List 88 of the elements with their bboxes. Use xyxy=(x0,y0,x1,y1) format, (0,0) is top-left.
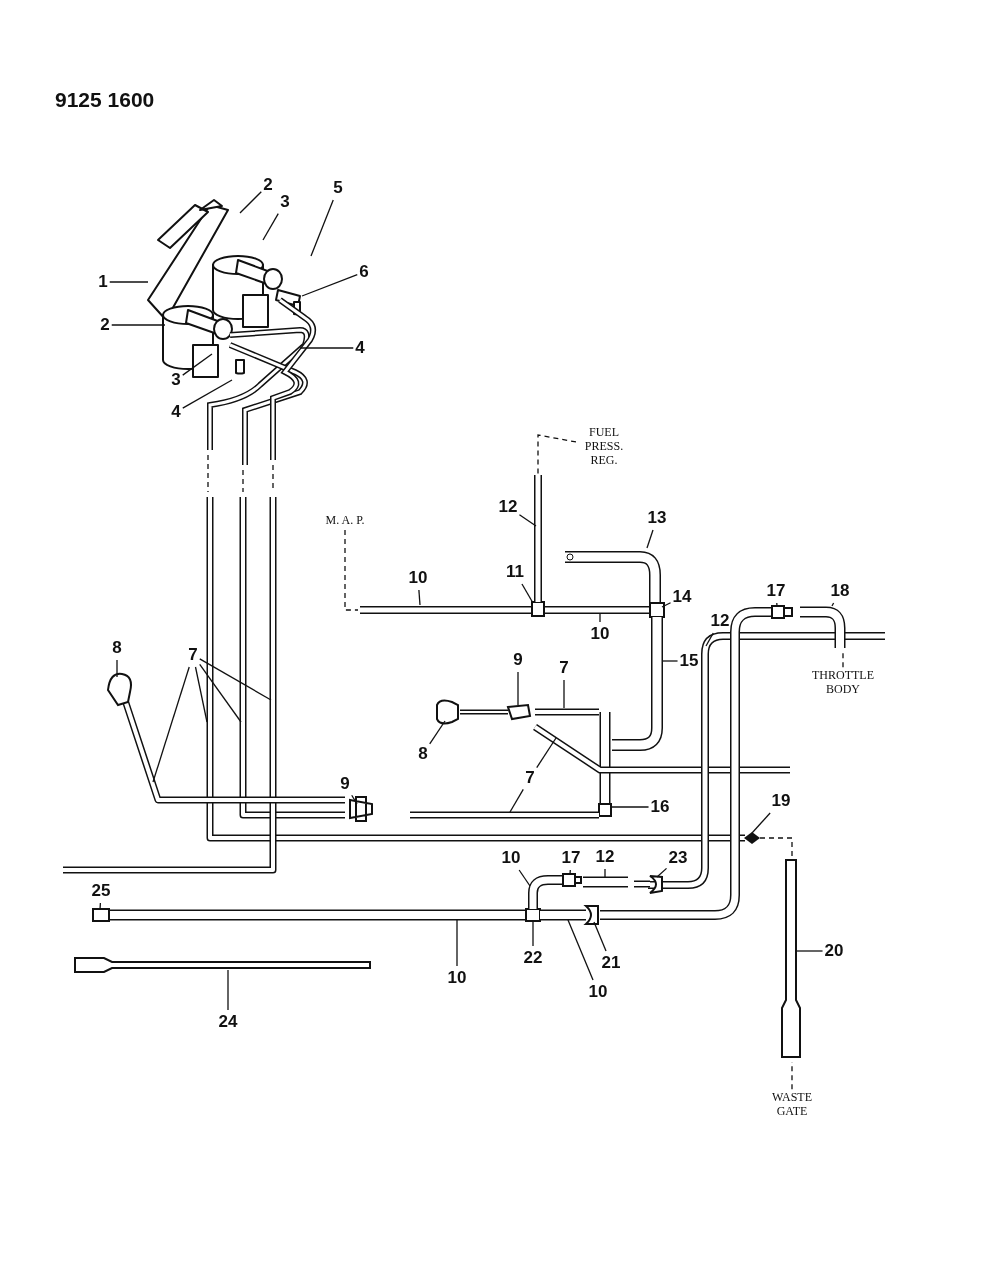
leader-line xyxy=(111,324,166,326)
leader-line xyxy=(656,867,668,878)
callout-number: 19 xyxy=(771,791,791,811)
connection-label: THROTTLE BODY xyxy=(798,669,888,697)
callout-number: 5 xyxy=(333,178,343,198)
callout-number: 12 xyxy=(498,497,518,517)
leader-line xyxy=(199,658,272,701)
leader-line xyxy=(831,602,835,607)
callout-number: 9 xyxy=(513,650,523,670)
callout-number: 3 xyxy=(280,192,290,212)
callout-number: 6 xyxy=(359,262,369,282)
leader-line xyxy=(418,589,421,606)
leader-line xyxy=(227,969,229,1011)
callout-number: 24 xyxy=(218,1012,238,1032)
callout-number: 17 xyxy=(561,848,581,868)
leader-line xyxy=(301,273,358,297)
leader-line xyxy=(116,659,118,678)
callout-number: 12 xyxy=(710,611,730,631)
callout-number: 7 xyxy=(188,645,198,665)
leader-line xyxy=(593,921,607,952)
leader-line xyxy=(310,199,334,257)
connection-label: WASTE GATE xyxy=(767,1091,817,1119)
callout-number: 15 xyxy=(679,651,699,671)
leader-line xyxy=(194,666,208,723)
callout-number: 9 xyxy=(340,774,350,794)
leader-line xyxy=(599,613,601,623)
callout-number: 10 xyxy=(501,848,521,868)
leader-line xyxy=(518,514,537,527)
callout-number: 14 xyxy=(672,587,692,607)
leader-line xyxy=(705,632,714,647)
callout-number: 21 xyxy=(601,953,621,973)
leader-line xyxy=(569,869,571,876)
callout-number: 11 xyxy=(506,562,524,582)
callout-number: 10 xyxy=(447,968,467,988)
leader-line xyxy=(521,583,534,604)
callout-number: 10 xyxy=(408,568,428,588)
leader-line xyxy=(796,950,824,952)
leader-line xyxy=(351,794,358,805)
leader-line xyxy=(604,868,606,879)
callout-number: 4 xyxy=(171,402,181,422)
leader-line xyxy=(182,379,233,409)
leader-line xyxy=(262,213,279,241)
leader-line xyxy=(109,281,149,283)
leader-line xyxy=(537,434,577,475)
leader-line xyxy=(611,806,650,808)
leader-line xyxy=(429,720,446,745)
leader-line xyxy=(299,347,354,349)
leader-line xyxy=(567,919,594,981)
leader-line xyxy=(661,602,672,608)
leader-line xyxy=(563,679,565,709)
callout-number: 2 xyxy=(263,175,273,195)
callout-number: 4 xyxy=(355,338,365,358)
callout-number: 25 xyxy=(91,881,111,901)
leader-line xyxy=(536,737,557,769)
leader-line xyxy=(239,191,262,214)
callout-number: 7 xyxy=(525,768,535,788)
callout-number: 22 xyxy=(523,948,543,968)
leader-line xyxy=(532,920,534,947)
callout-number: 10 xyxy=(590,624,610,644)
callout-number: 13 xyxy=(647,508,667,528)
callout-number: 8 xyxy=(112,638,122,658)
callout-number: 20 xyxy=(824,941,844,961)
connection-label: M. A. P. xyxy=(325,514,365,528)
callout-number: 1 xyxy=(98,272,108,292)
callout-number: 23 xyxy=(668,848,688,868)
leader-line xyxy=(99,902,102,911)
leader-line xyxy=(517,671,519,706)
leader-line xyxy=(509,788,524,813)
vacuum-hose-drawing xyxy=(63,475,885,1058)
callout-number: 12 xyxy=(595,847,615,867)
leader-line xyxy=(661,660,679,662)
part-number: 9125 1600 xyxy=(55,88,155,112)
connection-label: FUEL PRESS. REG. xyxy=(578,426,630,468)
leader-line xyxy=(152,666,190,783)
callout-number: 10 xyxy=(588,982,608,1002)
leader-line xyxy=(344,529,359,611)
callout-number: 17 xyxy=(766,581,786,601)
leader-line xyxy=(199,663,242,723)
leader-line xyxy=(456,919,458,967)
callout-number: 8 xyxy=(418,744,428,764)
leader-line xyxy=(518,869,531,887)
leader-line xyxy=(646,529,654,549)
callout-number: 2 xyxy=(100,315,110,335)
callout-number: 18 xyxy=(830,581,850,601)
callout-number: 3 xyxy=(171,370,181,390)
leader-line xyxy=(751,812,771,834)
callout-number: 16 xyxy=(650,797,670,817)
callout-number: 7 xyxy=(559,658,569,678)
